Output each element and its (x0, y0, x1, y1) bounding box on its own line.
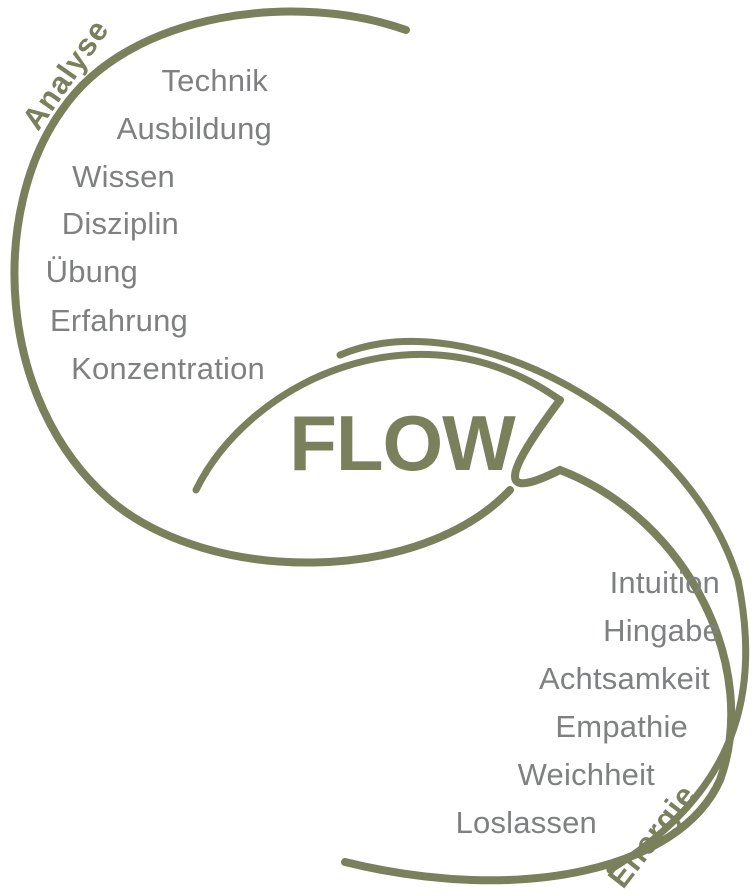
analyse-item: Übung (46, 254, 138, 289)
analyse-item: Erfahrung (50, 303, 188, 338)
energie-item: Empathie (555, 709, 688, 744)
analyse-label: Analyse (15, 13, 116, 136)
flow-title: FLOW (289, 399, 516, 487)
energie-item: Loslassen (456, 805, 597, 840)
energie-item: Achtsamkeit (539, 661, 710, 696)
analyse-arc (10, 7, 514, 567)
energie-outer-sweep (336, 337, 750, 874)
energie-item: Weichheit (518, 757, 656, 792)
energie-item: Intuition (610, 565, 720, 600)
energie-label: Energie (601, 778, 703, 895)
energie-arc (341, 396, 736, 885)
analyse-item: Konzentration (71, 351, 265, 386)
analyse-item: Ausbildung (117, 111, 272, 146)
analyse-item: Technik (161, 63, 268, 98)
analyse-item: Wissen (72, 159, 175, 194)
energie-item: Hingabe (603, 613, 720, 648)
analyse-item: Disziplin (62, 206, 179, 241)
analyse-inner-swoop (192, 350, 564, 494)
